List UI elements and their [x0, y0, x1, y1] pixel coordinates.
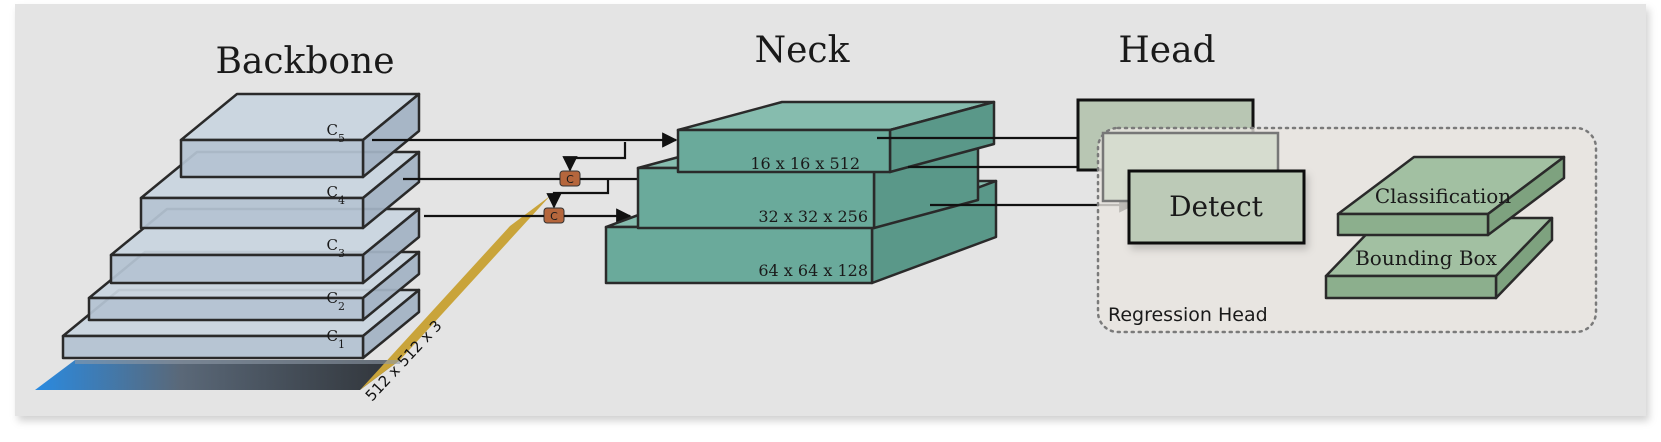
classification-block — [1336, 155, 1566, 237]
detect-box — [1127, 169, 1306, 245]
concat-node-lower: C — [543, 207, 565, 224]
regression-head-label: Regression Head — [1108, 304, 1268, 326]
svg-text:C: C — [566, 173, 574, 186]
bounding-box-label: Bounding Box — [1355, 246, 1497, 270]
classification-label: Classification — [1375, 184, 1511, 208]
neck-level-label-1: 16 x 16 x 512 — [750, 154, 860, 173]
neck-title: Neck — [755, 30, 851, 71]
concat-node-upper: C — [559, 170, 581, 187]
head-title: Head — [1118, 30, 1215, 71]
backbone-layer-5 — [179, 92, 421, 179]
input-image — [35, 196, 550, 390]
backbone-title: Backbone — [215, 41, 394, 82]
neck-level-1 — [676, 100, 996, 174]
neck-level-label-2: 32 x 32 x 256 — [758, 207, 868, 226]
svg-text:C: C — [550, 210, 558, 223]
neck-level-label-3: 64 x 64 x 128 — [758, 261, 868, 280]
detect-label: Detect — [1169, 190, 1264, 223]
backbone-neck-connectors — [372, 132, 678, 224]
neck-layers: 64 x 64 x 128 32 x 32 x 256 16 x 16 x 512 — [604, 100, 998, 285]
